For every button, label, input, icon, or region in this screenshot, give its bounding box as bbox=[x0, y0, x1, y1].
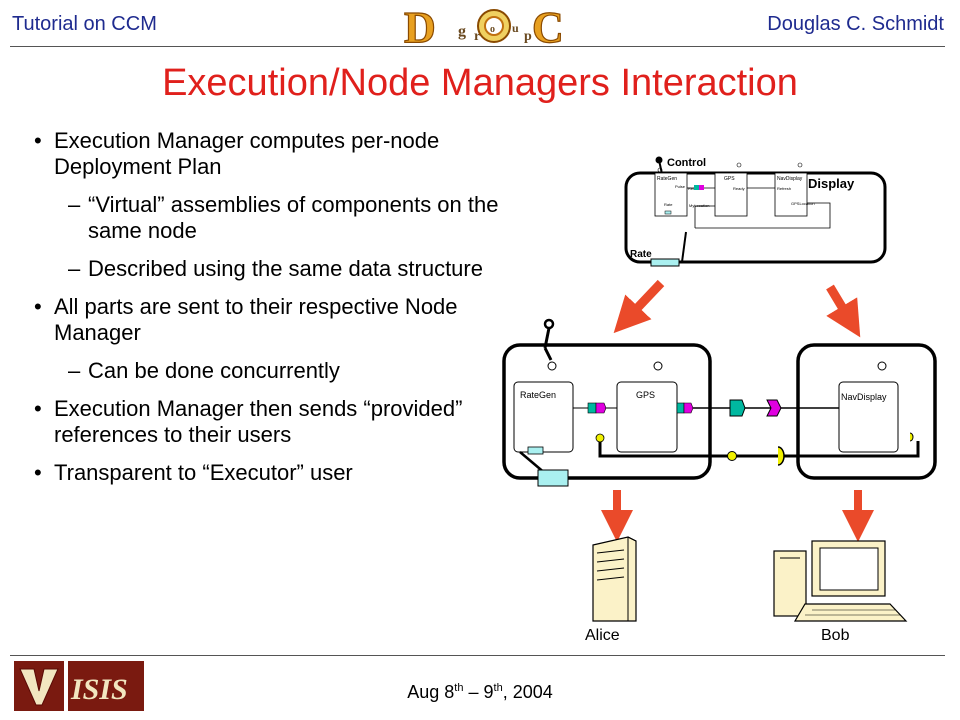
component-rategen-label: RateGen bbox=[520, 390, 556, 400]
date-part: Aug 8 bbox=[407, 682, 455, 702]
sub-bullet-marker: – bbox=[68, 256, 81, 281]
node-label-alice: Alice bbox=[585, 627, 620, 644]
svg-text:C: C bbox=[532, 3, 562, 48]
footer-date: Aug 8th – 9th, 2004 bbox=[0, 682, 960, 703]
sub-bullet-marker: – bbox=[68, 358, 81, 383]
bullet-item: • Execution Manager computes per-node Dep… bbox=[34, 128, 514, 180]
component-navdisplay-label: NavDisplay bbox=[841, 392, 887, 402]
sub-bullet-text: “Virtual” assemblies of components on th… bbox=[88, 192, 499, 243]
svg-text:r: r bbox=[474, 29, 480, 44]
assembly-container bbox=[624, 171, 887, 264]
svg-text:D: D bbox=[404, 3, 436, 48]
mini-port-label: Pulse bbox=[675, 184, 686, 189]
deploy-arrow-right bbox=[826, 284, 861, 338]
bullet-marker: • bbox=[34, 396, 42, 421]
bullet-marker: • bbox=[34, 460, 42, 485]
svg-text:u: u bbox=[512, 21, 519, 35]
doc-group-logo: D g r o u p C bbox=[403, 2, 562, 48]
sub-bullet-item: –“Virtual” assemblies of components on t… bbox=[34, 192, 514, 244]
svg-text:g: g bbox=[458, 23, 466, 40]
remote-event-source bbox=[727, 451, 737, 461]
sub-bullet-text: Can be done concurrently bbox=[88, 358, 340, 383]
sub-bullet-item: –Can be done concurrently bbox=[34, 358, 514, 384]
bullet-item: • Transparent to “Executor” user bbox=[34, 460, 514, 486]
node-container-bob: NavDisplay bbox=[796, 343, 937, 480]
top-assembly: Control Display Rate RateGen Pulse Rate … bbox=[624, 156, 887, 267]
header-left-title: Tutorial on CCM bbox=[12, 13, 157, 35]
display-label: Display bbox=[808, 176, 855, 191]
bullet-item: • Execution Manager then sends “provided”… bbox=[34, 396, 514, 448]
bullet-list: • Execution Manager computes per-node Dep… bbox=[34, 128, 514, 498]
sub-bullet-marker: – bbox=[68, 192, 81, 217]
sub-bullet-text: Described using the same data structure bbox=[88, 256, 483, 281]
facet-port bbox=[595, 402, 607, 414]
mini-port-label: Ready bbox=[733, 186, 745, 191]
mini-navdisplay-label: NavDisplay bbox=[777, 176, 803, 182]
remote-facet bbox=[766, 399, 782, 417]
mini-port-label: MyLocation bbox=[689, 203, 709, 208]
mini-port-label: Refresh bbox=[777, 186, 791, 191]
receptacle-port bbox=[587, 402, 597, 414]
computer-icon bbox=[773, 540, 908, 622]
header-divider bbox=[10, 46, 945, 47]
mini-gps bbox=[714, 172, 748, 217]
component-rategen bbox=[513, 381, 574, 453]
svg-text:p: p bbox=[524, 29, 532, 44]
slide-title: Execution/Node Managers Interaction bbox=[162, 62, 798, 104]
mini-port-label: GPSLocation bbox=[791, 201, 815, 206]
mini-rategen bbox=[654, 172, 688, 217]
remote-receptacle bbox=[729, 399, 746, 417]
date-ordinal: th bbox=[454, 682, 464, 694]
component-gps-label: GPS bbox=[636, 390, 655, 400]
event-source-port bbox=[595, 433, 605, 443]
bullet-marker: • bbox=[34, 128, 42, 153]
node-label-bob: Bob bbox=[821, 627, 850, 644]
component-gps bbox=[616, 381, 678, 453]
receptacle-port bbox=[676, 402, 685, 414]
remote-event-sink bbox=[777, 446, 785, 466]
mini-navdisplay bbox=[774, 172, 808, 217]
control-port bbox=[543, 318, 555, 330]
rate-attribute bbox=[650, 258, 680, 267]
svg-text:o: o bbox=[490, 24, 495, 35]
mini-port-label: Rate bbox=[664, 202, 673, 207]
bullet-text: Execution Manager then sends “provided” … bbox=[54, 396, 463, 447]
vanderbilt-isis-logo: ISIS bbox=[14, 661, 144, 711]
rate-attribute bbox=[537, 469, 569, 487]
facet-port bbox=[683, 402, 694, 414]
sub-bullet-item: –Described using the same data structure bbox=[34, 256, 514, 282]
svg-text:ISIS: ISIS bbox=[70, 673, 128, 706]
mini-gps-label: GPS bbox=[724, 176, 735, 182]
header-right-author: Douglas C. Schmidt bbox=[767, 13, 944, 35]
bullet-text: All parts are sent to their respective N… bbox=[54, 294, 458, 345]
cross-node-connections bbox=[598, 399, 920, 466]
server-icon bbox=[592, 536, 637, 622]
bullet-item: • All parts are sent to their respective … bbox=[34, 294, 514, 346]
node-container-alice: RateGen GPS bbox=[502, 318, 712, 487]
date-part: – 9 bbox=[463, 682, 494, 702]
control-label: Control bbox=[667, 157, 706, 169]
date-ordinal: th bbox=[493, 682, 503, 694]
bullet-text: Execution Manager computes per-node Depl… bbox=[54, 128, 440, 179]
component-navdisplay bbox=[838, 381, 899, 453]
deploy-arrow-left bbox=[613, 279, 665, 334]
footer-divider bbox=[10, 655, 945, 656]
date-part: , 2004 bbox=[502, 682, 553, 702]
bullet-text: Transparent to “Executor” user bbox=[54, 460, 353, 485]
rate-label: Rate bbox=[630, 249, 652, 260]
mini-rategen-label: RateGen bbox=[657, 176, 677, 182]
bullet-marker: • bbox=[34, 294, 42, 319]
